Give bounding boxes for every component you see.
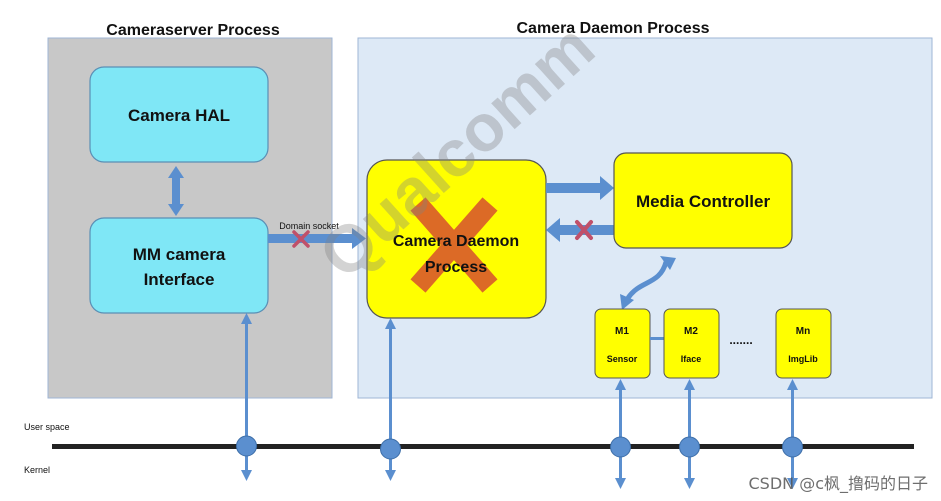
module-m2-box: [663, 308, 720, 379]
daemon-title: Camera Daemon Process: [517, 20, 710, 37]
media-controller-box: [613, 152, 793, 249]
domain-socket-label: Domain socket: [279, 221, 339, 231]
vertical-syscall-arrows: [236, 313, 803, 489]
daemon-cross-icon: [410, 197, 498, 293]
camera-daemon-label-line2: Process: [425, 259, 487, 276]
module-m2-sub: Iface: [681, 354, 702, 364]
mm-camera-syscall-arrow: [236, 313, 257, 481]
module-m1-box: [594, 308, 651, 379]
m2-syscall-arrow: [679, 379, 700, 489]
domain-socket-cross-icon: [292, 230, 310, 248]
module-mn-title: Mn: [796, 326, 810, 337]
module-mn-sub: ImgLib: [788, 354, 818, 364]
camera-hal-box: [89, 66, 269, 163]
module-mn-box: [775, 308, 832, 379]
media-controller-label: Media Controller: [636, 192, 771, 211]
domain-socket-arrow: [268, 228, 366, 249]
module-ellipsis: .......: [729, 333, 752, 347]
module-m2-title: M2: [684, 326, 698, 337]
mn-syscall-arrow: [782, 379, 803, 489]
kernel-boundary-line: [52, 444, 914, 449]
cameraserver-title: Cameraserver Process: [106, 22, 280, 39]
module-m1-sub: Sensor: [607, 354, 638, 364]
user-space-label: User space: [24, 422, 70, 432]
m1-m2-connector: [650, 337, 664, 340]
mm-camera-interface-box: [89, 217, 269, 314]
kernel-label: Kernel: [24, 465, 50, 475]
csdn-footer: CSDN @c枫_撸码的日子: [748, 474, 928, 494]
mm-camera-label-line1: MM camera: [133, 245, 226, 264]
m1-syscall-arrow: [610, 379, 631, 489]
daemon-to-media-arrow: [546, 176, 614, 200]
module-m1-title: M1: [615, 326, 629, 337]
media-m1-curved-arrow: [620, 256, 676, 310]
daemon-syscall-arrow: [380, 318, 401, 481]
hal-mm-double-arrow: [168, 166, 184, 216]
media-return-cross-icon: [575, 220, 593, 240]
camera-hal-label: Camera HAL: [128, 106, 230, 125]
mm-camera-label-line2: Interface: [144, 270, 215, 289]
camera-daemon-label-line1: Camera Daemon: [393, 233, 519, 250]
